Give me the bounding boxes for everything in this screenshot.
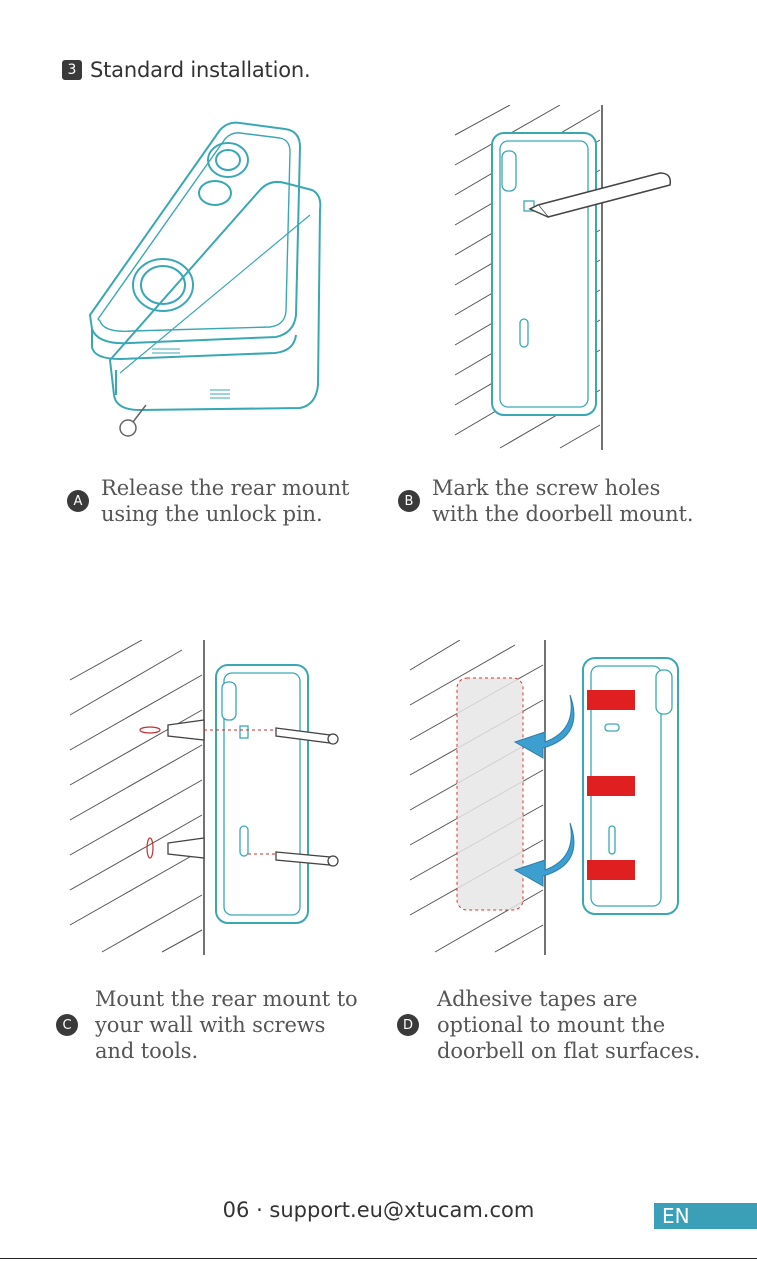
step-d: D Adhesive tapes are optional to mount t… [397, 986, 700, 1064]
step-caption-b: Mark the screw holes with the doorbell m… [432, 475, 693, 527]
section-title: Standard installation. [90, 58, 310, 82]
illustration-mark-holes [450, 105, 680, 450]
step-b: B Mark the screw holes with the doorbell… [398, 475, 693, 527]
step-badge-d: D [397, 1014, 419, 1036]
bottom-rule [0, 1258, 757, 1259]
step-caption-c: Mount the rear mount to your wall with s… [95, 986, 358, 1064]
section-number: 3 [62, 60, 82, 80]
illustration-mount-screws [62, 640, 352, 955]
section-header: 3 Standard installation. [62, 58, 310, 82]
step-badge-b: B [398, 490, 420, 512]
step-badge-a: A [67, 490, 89, 512]
step-caption-d: Adhesive tapes are optional to mount the… [437, 986, 700, 1064]
illustration-release-mount [80, 115, 340, 445]
step-badge-c: C [56, 1014, 78, 1036]
step-caption-a: Release the rear mount using the unlock … [101, 475, 349, 527]
language-badge: EN [654, 1203, 757, 1229]
step-a: A Release the rear mount using the unloc… [67, 475, 349, 527]
footer-page-contact: 06 · support.eu@xtucam.com [0, 1198, 757, 1222]
step-c: C Mount the rear mount to your wall with… [56, 986, 358, 1064]
illustration-adhesive-tapes [405, 640, 690, 955]
